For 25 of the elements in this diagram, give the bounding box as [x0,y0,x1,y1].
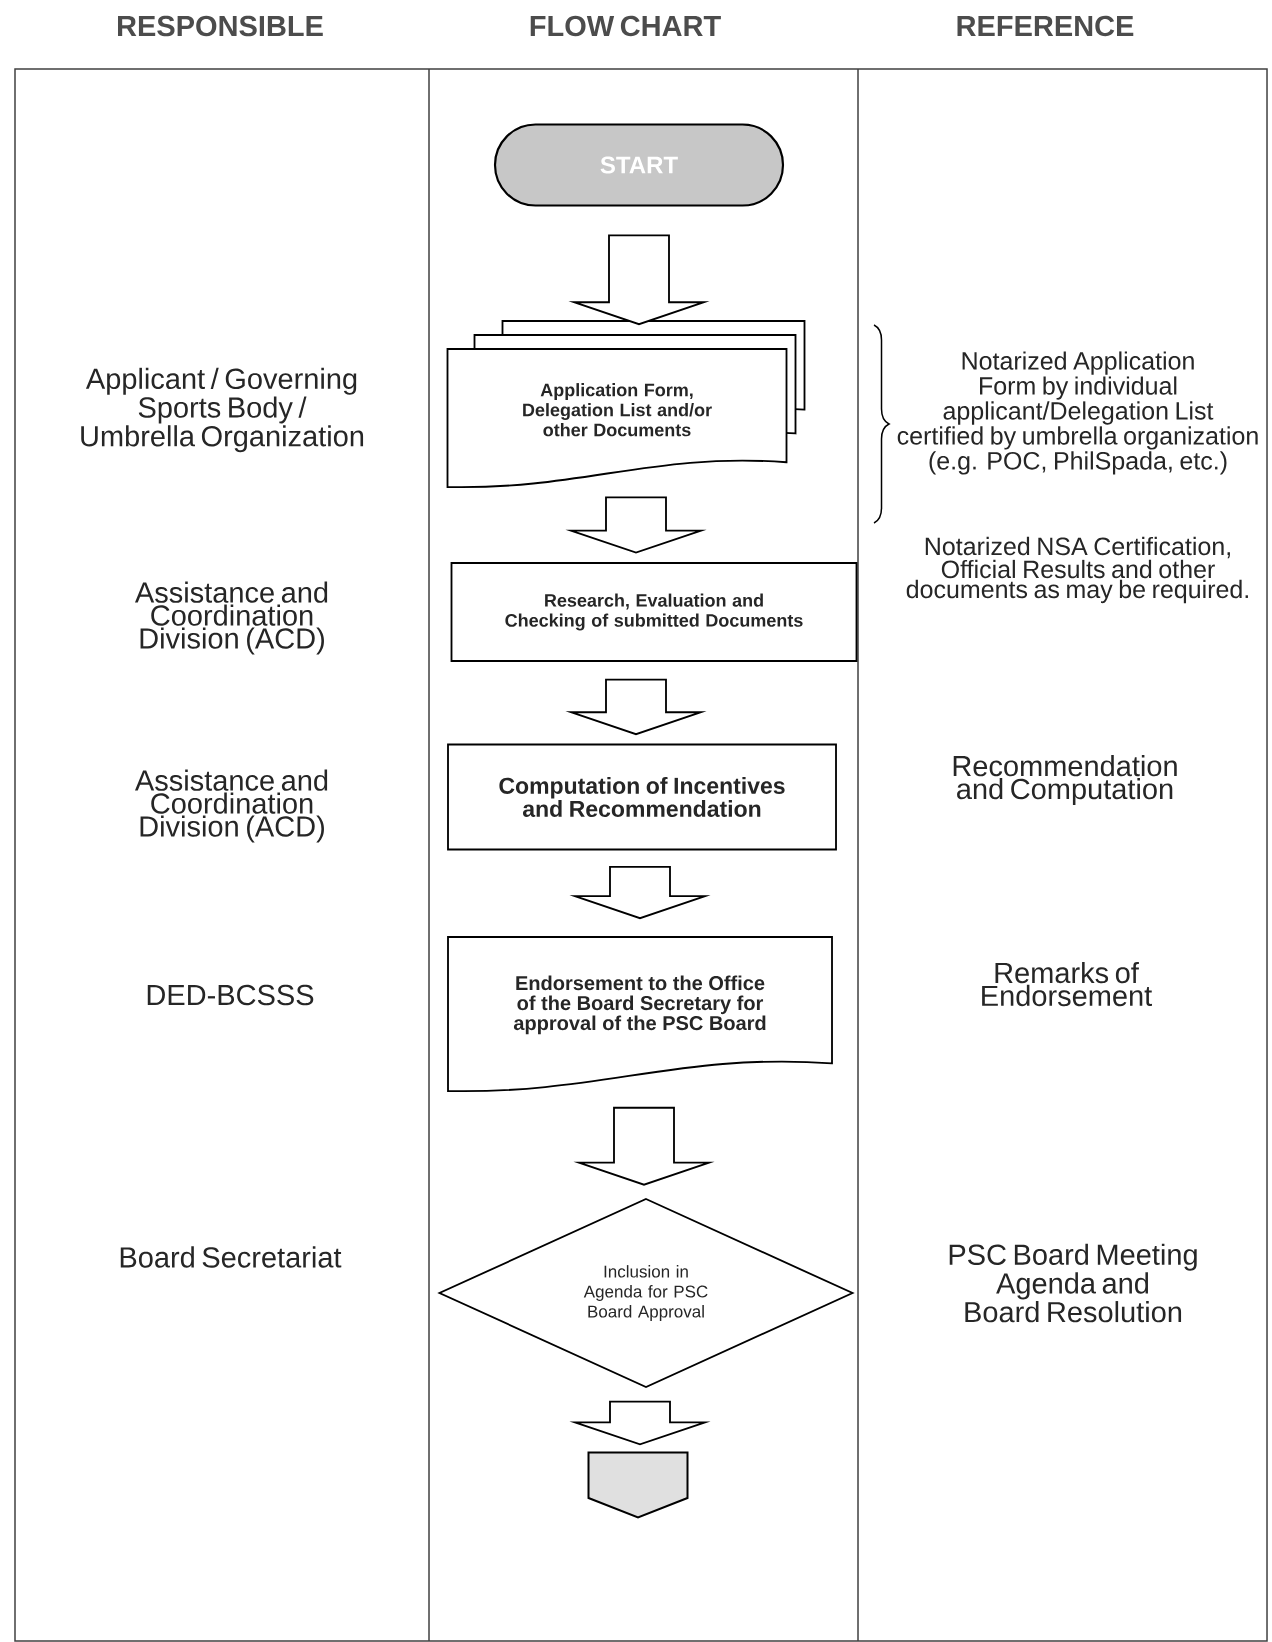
document-box: Endorsement to the Office of the Board Secretary for approval of the PSC Board [447,936,833,1092]
off-page-connector [587,1451,689,1519]
block-arrow [568,234,710,326]
responsible-label: Assistance and Coordination Division (ACD) [134,769,328,843]
reference-label: PSC Board Meeting Agenda and Board Resolution [949,1243,1197,1323]
reference-note: Notarized Application Form by individual applicant/Delegation List certified by umbrella organization (e.g. POC, PhilSpada, etc.) [897,351,1258,475]
document-stack: Application Form, Delegation List and/or other Documents [446,320,806,488]
column-header: REFERENCE [957,15,1134,37]
block-arrow [565,496,707,554]
reference-note: Notarized NSA Certification, Official Results and other documents as may be required. [906,536,1248,604]
block-arrow [569,866,711,920]
column-header: FLOW CHART [530,15,721,37]
reference-label: Recommendation and Computation [953,755,1177,805]
block-arrow [569,1400,711,1446]
block-arrow [573,1106,715,1186]
responsible-label: DED-BCSSS [147,984,314,1006]
responsible-label: Board Secretariat [120,1246,342,1268]
column-header: RESPONSIBLE [118,15,323,37]
process-box: Research, Evaluation and Checking of submitted Documents [450,562,858,662]
start-terminal: START [493,123,785,207]
reference-label: Remarks of Endorsement [982,961,1152,1007]
responsible-label: Assistance and Coordination Division (ACD) [134,581,328,655]
process-box: Computation of Incentives and Recommendation [447,743,837,851]
responsible-label: Applicant / Governing Sports Body / Umbrella Organization [81,367,364,453]
block-arrow [565,678,707,736]
